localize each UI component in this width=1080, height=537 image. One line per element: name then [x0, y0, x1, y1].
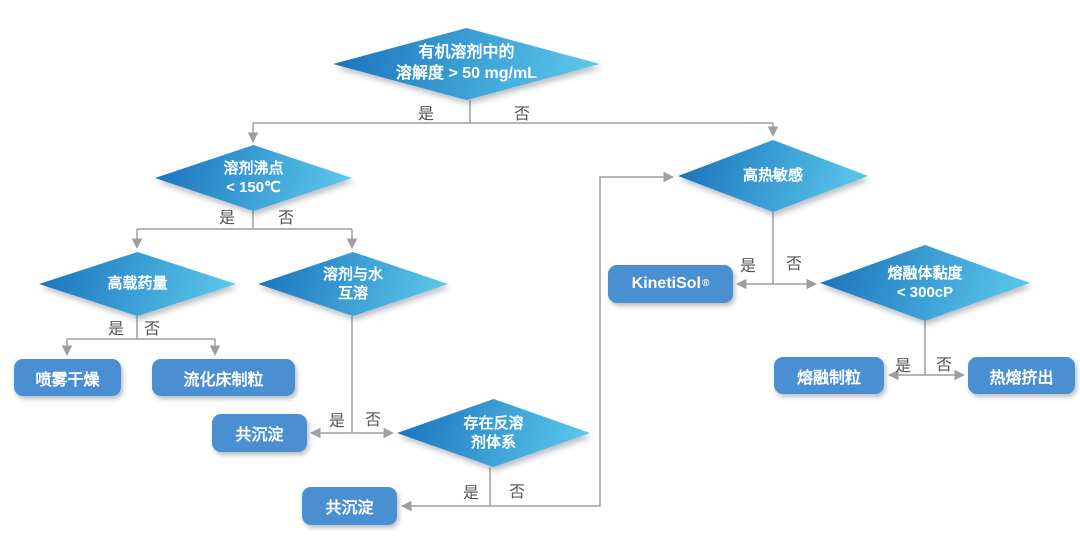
decision-antisolvent: 存在反溶 剂体系 [397, 399, 590, 467]
process-spray-drying: 喷雾干燥 [14, 359, 121, 396]
decision-solubility-label: 有机溶剂中的 溶解度 > 50 mg/mL [396, 44, 537, 82]
process-fluid-bed-granulation: 流化床制粒 [152, 359, 295, 396]
process-coprecipitation-2-label: 共沉淀 [325, 500, 374, 517]
edge-label-heat-yes: 是 [739, 258, 757, 275]
edge-label-viscosity-yes: 是 [894, 358, 912, 375]
edge-label-heat-no: 否 [785, 256, 803, 273]
process-kinetisol-label: KinetiSol [631, 275, 701, 292]
edge-label-solubility-no: 否 [513, 106, 531, 123]
process-coprecipitation-1-label: 共沉淀 [235, 427, 284, 444]
edge-label-solubility-yes: 是 [417, 106, 435, 123]
process-spray-drying-label: 喷雾干燥 [35, 371, 100, 389]
decision-drug-loading-label: 高载药量 [107, 275, 168, 293]
decision-water-miscible: 溶剂与水 互溶 [258, 252, 448, 316]
decision-solubility: 有机溶剂中的 溶解度 > 50 mg/mL [333, 28, 600, 100]
decision-drug-loading: 高载药量 [39, 252, 236, 316]
process-melt-granulation-label: 熔融制粒 [796, 369, 861, 387]
process-fluid-bed-granulation-label: 流化床制粒 [183, 371, 264, 389]
edge-label-boiling-no: 否 [277, 210, 295, 227]
decision-antisolvent-label: 存在反溶 剂体系 [463, 414, 524, 452]
process-coprecipitation-2: 共沉淀 [302, 487, 397, 525]
process-hot-melt-extrusion-label: 热熔挤出 [989, 369, 1054, 387]
edge-label-loading-yes: 是 [107, 321, 125, 338]
process-melt-granulation: 熔融制粒 [774, 357, 884, 394]
decision-melt-viscosity-label: 熔融体黏度 < 300cP [887, 264, 963, 302]
decision-boiling-point: 溶剂沸点 < 150℃ [155, 145, 352, 211]
edge-label-antisolvent-no: 否 [508, 484, 526, 501]
process-kinetisol: KinetiSol® [608, 265, 733, 303]
edge-label-miscible-no: 否 [364, 412, 382, 429]
process-hot-melt-extrusion: 热熔挤出 [968, 357, 1075, 394]
edge-label-miscible-yes: 是 [328, 413, 346, 430]
edge-label-loading-no: 否 [143, 321, 161, 338]
decision-heat-sensitive-label: 高热敏感 [742, 167, 803, 185]
decision-melt-viscosity: 熔融体黏度 < 300cP [820, 245, 1030, 321]
edge-label-viscosity-no: 否 [935, 357, 953, 374]
decision-water-miscible-label: 溶剂与水 互溶 [322, 265, 383, 303]
decision-heat-sensitive: 高热敏感 [678, 140, 868, 212]
edge-label-antisolvent-yes: 是 [462, 485, 480, 502]
edge-label-boiling-yes: 是 [218, 210, 236, 227]
process-coprecipitation-1: 共沉淀 [212, 414, 307, 452]
decision-boiling-point-label: 溶剂沸点 < 150℃ [223, 159, 284, 197]
